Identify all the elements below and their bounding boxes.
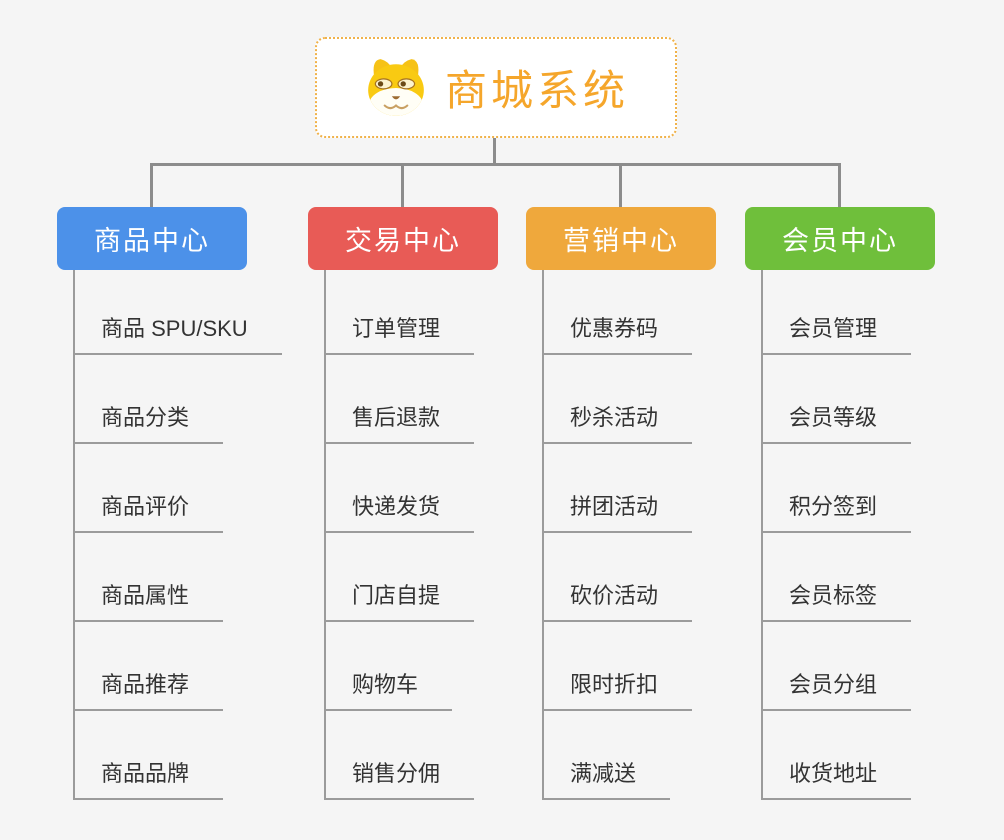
leaf-label: 订单管理 bbox=[326, 311, 475, 355]
leaf-node[interactable]: 秒杀活动 bbox=[544, 355, 716, 444]
leaf-node[interactable]: 商品评价 bbox=[75, 444, 282, 533]
leaf-node[interactable]: 门店自提 bbox=[326, 533, 498, 622]
leaf-node[interactable]: 购物车 bbox=[326, 622, 498, 711]
leaf-label: 商品分类 bbox=[75, 400, 224, 444]
leaf-label: 会员等级 bbox=[763, 400, 912, 444]
leaf-node[interactable]: 满减送 bbox=[544, 711, 716, 800]
branch-drop-connector bbox=[619, 163, 622, 207]
leaf-node[interactable]: 会员等级 bbox=[763, 355, 935, 444]
leaf-label: 拼团活动 bbox=[544, 489, 693, 533]
branch-header-marketing-center[interactable]: 营销中心 bbox=[526, 207, 716, 270]
branch-header-member-center[interactable]: 会员中心 bbox=[745, 207, 935, 270]
leaf-label: 会员分组 bbox=[763, 667, 912, 711]
leaf-node[interactable]: 快递发货 bbox=[326, 444, 498, 533]
leaf-node[interactable]: 限时折扣 bbox=[544, 622, 716, 711]
branch-drop-connector bbox=[838, 163, 841, 207]
leaf-label: 快递发货 bbox=[326, 489, 475, 533]
leaf-node[interactable]: 商品属性 bbox=[75, 533, 282, 622]
leaf-node[interactable]: 商品品牌 bbox=[75, 711, 282, 800]
leaf-node[interactable]: 订单管理 bbox=[326, 270, 498, 355]
leaf-node[interactable]: 收货地址 bbox=[763, 711, 935, 800]
leaf-label: 积分签到 bbox=[763, 489, 912, 533]
leaf-label: 商品评价 bbox=[75, 489, 224, 533]
leaf-node[interactable]: 拼团活动 bbox=[544, 444, 716, 533]
branch-marketing-center: 营销中心 优惠券码 秒杀活动 拼团活动 砍价活动 限时折扣 满减送 bbox=[526, 207, 716, 800]
leaf-label: 会员管理 bbox=[763, 311, 912, 355]
branch-header-product-center[interactable]: 商品中心 bbox=[57, 207, 247, 270]
shiba-dog-icon bbox=[363, 57, 429, 119]
root-node-mall-system[interactable]: 商城系统 bbox=[315, 37, 677, 138]
branch-product-center: 商品中心 商品 SPU/SKU 商品分类 商品评价 商品属性 商品推荐 商品品牌 bbox=[57, 207, 282, 800]
branch-member-center: 会员中心 会员管理 会员等级 积分签到 会员标签 会员分组 收货地址 bbox=[745, 207, 935, 800]
leaf-label: 销售分佣 bbox=[326, 756, 475, 800]
branch-header-trade-center[interactable]: 交易中心 bbox=[308, 207, 498, 270]
leaf-node[interactable]: 商品分类 bbox=[75, 355, 282, 444]
leaf-label: 售后退款 bbox=[326, 400, 475, 444]
leaf-node[interactable]: 积分签到 bbox=[763, 444, 935, 533]
leaf-node[interactable]: 会员分组 bbox=[763, 622, 935, 711]
leaf-node[interactable]: 售后退款 bbox=[326, 355, 498, 444]
leaf-node[interactable]: 砍价活动 bbox=[544, 533, 716, 622]
leaf-label: 商品 SPU/SKU bbox=[75, 311, 282, 355]
leaf-label: 会员标签 bbox=[763, 578, 912, 622]
branch-item-list: 会员管理 会员等级 积分签到 会员标签 会员分组 收货地址 bbox=[761, 270, 935, 800]
branch-item-list: 优惠券码 秒杀活动 拼团活动 砍价活动 限时折扣 满减送 bbox=[542, 270, 716, 800]
branch-item-list: 商品 SPU/SKU 商品分类 商品评价 商品属性 商品推荐 商品品牌 bbox=[73, 270, 282, 800]
leaf-node[interactable]: 商品 SPU/SKU bbox=[75, 270, 282, 355]
leaf-label: 商品属性 bbox=[75, 578, 224, 622]
leaf-node[interactable]: 会员标签 bbox=[763, 533, 935, 622]
leaf-label: 砍价活动 bbox=[544, 578, 693, 622]
leaf-label: 商品推荐 bbox=[75, 667, 224, 711]
leaf-label: 商品品牌 bbox=[75, 756, 224, 800]
branch-horizontal-connector bbox=[151, 163, 840, 166]
leaf-label: 秒杀活动 bbox=[544, 400, 693, 444]
leaf-node[interactable]: 优惠券码 bbox=[544, 270, 716, 355]
root-node-label: 商城系统 bbox=[444, 67, 629, 114]
leaf-label: 收货地址 bbox=[763, 756, 912, 800]
leaf-node[interactable]: 销售分佣 bbox=[326, 711, 498, 800]
branch-drop-connector bbox=[401, 163, 404, 207]
branch-trade-center: 交易中心 订单管理 售后退款 快递发货 门店自提 购物车 销售分佣 bbox=[308, 207, 498, 800]
leaf-label: 门店自提 bbox=[326, 578, 475, 622]
leaf-node[interactable]: 商品推荐 bbox=[75, 622, 282, 711]
leaf-label: 购物车 bbox=[326, 667, 453, 711]
leaf-node[interactable]: 会员管理 bbox=[763, 270, 935, 355]
branch-item-list: 订单管理 售后退款 快递发货 门店自提 购物车 销售分佣 bbox=[324, 270, 498, 800]
root-stem-connector bbox=[493, 138, 496, 165]
leaf-label: 满减送 bbox=[544, 756, 671, 800]
leaf-label: 限时折扣 bbox=[544, 667, 693, 711]
branch-drop-connector bbox=[150, 163, 153, 207]
leaf-label: 优惠券码 bbox=[544, 311, 693, 355]
